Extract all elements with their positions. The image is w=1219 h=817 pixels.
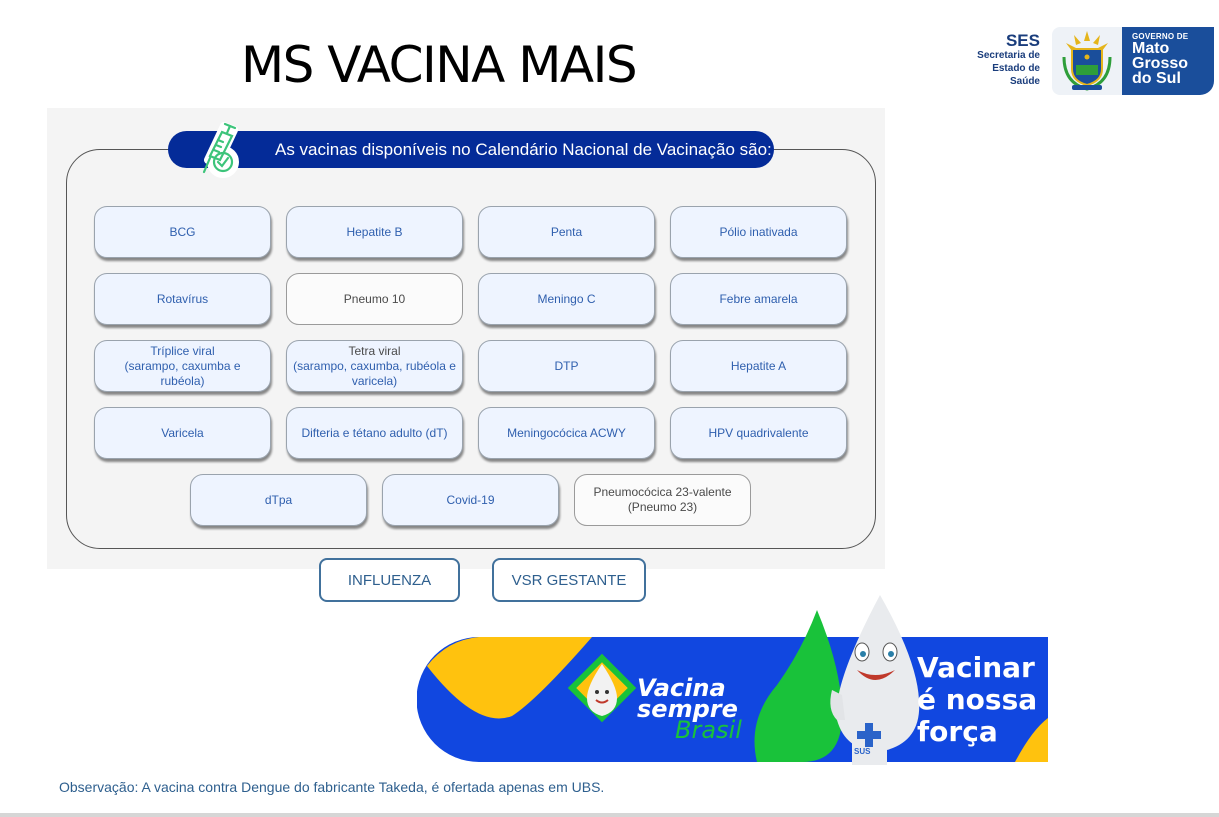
vaccine-meningococica-acwy[interactable]: Meningocócica ACWY [478, 407, 655, 459]
vaccine-label: Hepatite B [346, 224, 403, 239]
ses-line: Saúde [1009, 76, 1040, 87]
vaccine-dt-adulto[interactable]: Difteria e tétano adulto (dT) [286, 407, 463, 459]
vaccine-label: HPV quadrivalente [708, 425, 809, 440]
banner-yellow-shape [427, 637, 592, 719]
vaccine-label: BCG [169, 224, 196, 239]
vaccine-hpv-quadrivalente[interactable]: HPV quadrivalente [670, 407, 847, 459]
vaccine-label: Rotavírus [156, 291, 209, 306]
mascot-large-icon [830, 595, 920, 765]
gov-name-line: Mato [1132, 40, 1170, 57]
vsr-gestante-label: VSR GESTANTE [511, 571, 627, 589]
ses-ms-logo: SES Secretaria de Estado de Saúde GOVERN… [962, 27, 1214, 95]
vsr-gestante-button[interactable]: VSR GESTANTE [492, 558, 646, 602]
vaccine-polio-inativada[interactable]: Pólio inativada [670, 206, 847, 258]
vaccine-label: Varicela [161, 425, 204, 440]
influenza-button[interactable]: INFLUENZA [319, 558, 460, 602]
syringe-check-icon [194, 120, 240, 180]
banner-yellow-corner [1015, 718, 1048, 762]
vaccine-varicela[interactable]: Varicela [94, 407, 271, 459]
vaccine-tetra-viral[interactable]: Tetra viral (sarampo, caxumba, rubéola e… [286, 340, 463, 392]
ses-abbrev: SES [1005, 31, 1040, 50]
vaccine-pneumo-23[interactable]: Pneumocócica 23-valente (Pneumo 23) [574, 474, 751, 526]
ses-text: SES Secretaria de Estado de Saúde [977, 32, 1040, 88]
vaccine-bcg[interactable]: BCG [94, 206, 271, 258]
vaccine-label: Hepatite A [730, 358, 787, 373]
gov-name-line: do Sul [1132, 70, 1181, 87]
government-brand: GOVERNO DE Mato Grosso do Sul [1122, 27, 1214, 95]
vaccine-label: Meningocócica ACWY [507, 425, 626, 440]
vaccine-dtpa[interactable]: dTpa [190, 474, 367, 526]
vaccine-febre-amarela[interactable]: Febre amarela [670, 273, 847, 325]
vaccine-meningo-c[interactable]: Meningo C [478, 273, 655, 325]
campaign-banner: Vacina sempre Brasil Vacinar é nossa for… [416, 590, 1049, 765]
vaccine-label: Penta [550, 224, 583, 239]
vaccine-sublabel: (sarampo, caxumba, rubéola e varicela) [293, 358, 456, 388]
state-crest-icon [1052, 27, 1122, 95]
gov-label: GOVERNO DE [1132, 32, 1189, 41]
vaccine-penta[interactable]: Penta [478, 206, 655, 258]
green-drop-shape [754, 610, 842, 762]
vaccine-label: Covid-19 [446, 492, 495, 507]
vaccine-triplice-viral[interactable]: Tríplice viral (sarampo, caxumba e rubéo… [94, 340, 271, 392]
vaccine-label: Tetra viral [348, 343, 401, 358]
vaccine-label: Pneumocócica 23-valente [593, 485, 732, 499]
campaign-text: sempre [637, 695, 738, 723]
gov-name-line: Grosso [1132, 55, 1189, 72]
vaccine-label: Pólio inativada [719, 224, 798, 239]
ses-line: Estado de [992, 63, 1040, 74]
vaccine-label: Pneumo 10 [343, 291, 406, 306]
campaign-slogan: Vacinar [917, 651, 1035, 684]
vaccine-dtp[interactable]: DTP [478, 340, 655, 392]
vaccine-label: Difteria e tétano adulto (dT) [301, 425, 448, 440]
vaccine-label: Tríplice viral [150, 343, 215, 358]
page-title: MS VACINA MAIS [241, 36, 638, 94]
calendar-heading: As vacinas disponíveis no Calendário Nac… [168, 131, 774, 168]
vaccine-label: Febre amarela [719, 291, 798, 306]
vaccine-hepatite-a[interactable]: Hepatite A [670, 340, 847, 392]
bottom-divider [0, 813, 1219, 817]
mascot-small-icon [567, 653, 637, 723]
campaign-slogan: força [917, 715, 998, 748]
vaccine-label: DTP [554, 358, 579, 373]
campaign-text: Vacina [637, 674, 726, 702]
ses-line: Secretaria de [977, 50, 1040, 61]
campaign-slogan: é nossa [917, 683, 1038, 716]
sus-badge: SUS [854, 747, 871, 756]
influenza-label: INFLUENZA [347, 571, 432, 589]
vaccine-label: dTpa [264, 492, 293, 507]
vaccine-covid-19[interactable]: Covid-19 [382, 474, 559, 526]
vaccine-sublabel: (Pneumo 23) [627, 500, 698, 514]
vaccine-sublabel: (sarampo, caxumba e rubéola) [124, 358, 241, 388]
vaccine-label: Meningo C [537, 291, 596, 306]
vaccine-rotavirus[interactable]: Rotavírus [94, 273, 271, 325]
campaign-text-brasil: Brasil [675, 716, 742, 744]
vaccine-hepatite-b[interactable]: Hepatite B [286, 206, 463, 258]
vaccine-pneumo-10[interactable]: Pneumo 10 [286, 273, 463, 325]
observation-note: Observação: A vacina contra Dengue do fa… [59, 779, 605, 795]
